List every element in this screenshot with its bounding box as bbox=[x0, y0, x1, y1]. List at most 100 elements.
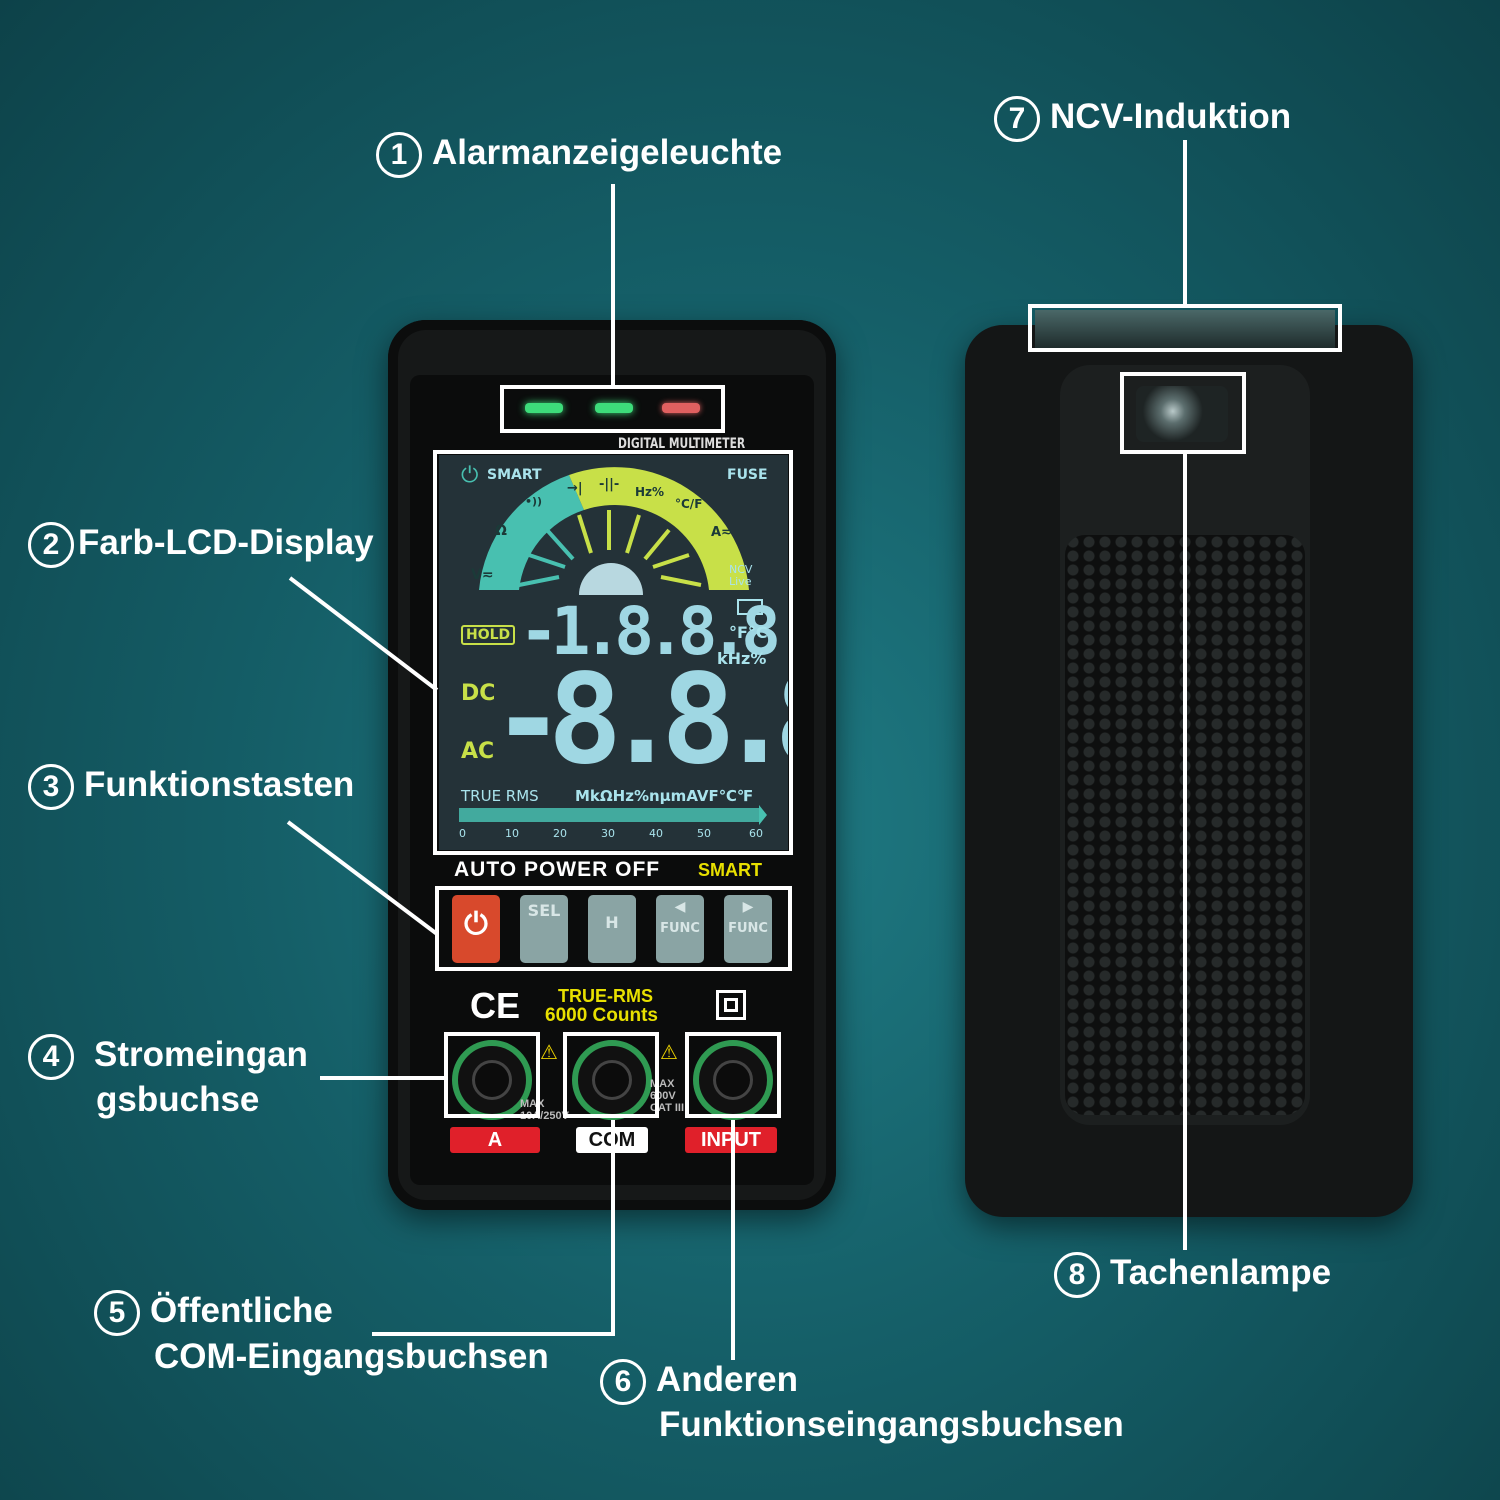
power-icon: ⏻ bbox=[461, 463, 479, 488]
true-rms-label: TRUE-RMS bbox=[558, 986, 653, 1006]
lcd-display: SMART ⏻ FUSE NCV Live V≂ Ω •)) →| -||- H… bbox=[439, 455, 788, 850]
lcd-dial-v: V≂ bbox=[471, 567, 494, 583]
lcd-dial-buzzer: •)) bbox=[525, 495, 543, 508]
flashlight-lens bbox=[1136, 386, 1228, 442]
double-insulation-icon bbox=[716, 990, 746, 1020]
hold-key-label: H bbox=[605, 913, 619, 932]
sel-key-label: SEL bbox=[527, 901, 561, 920]
lcd-main-digits: -8.8.8.8 bbox=[491, 648, 788, 792]
highlight-keys bbox=[435, 886, 792, 971]
chevron-right-icon: ▶ bbox=[742, 899, 754, 915]
warning-icon-left: ⚠ bbox=[540, 1042, 558, 1064]
alarm-led-green-2 bbox=[595, 403, 633, 413]
ce-mark: CE bbox=[470, 985, 521, 1026]
callout-text-3: Funktionstasten bbox=[84, 765, 355, 804]
lcd-freq-unit: kHz% bbox=[717, 649, 767, 668]
lcd-scale-20: 20 bbox=[553, 827, 567, 840]
lcd-dial-cap: -||- bbox=[599, 477, 620, 492]
highlight-jack-input bbox=[685, 1032, 781, 1118]
func-right-label: FUNC bbox=[728, 921, 768, 936]
lcd-scale-40: 40 bbox=[649, 827, 663, 840]
callout-text-2: Farb-LCD-Display bbox=[78, 523, 374, 562]
highlight-jack-com bbox=[563, 1032, 659, 1118]
lcd-scale-0: 0 bbox=[459, 827, 466, 840]
com-input-jack[interactable] bbox=[572, 1040, 652, 1120]
callout-4: 4 Stromeingan bbox=[28, 1032, 308, 1080]
func-right-button[interactable]: ▶ FUNC bbox=[724, 895, 772, 963]
lcd-top-digits: -1.8.8.8 bbox=[519, 593, 781, 670]
lcd-battery-icon bbox=[737, 599, 763, 615]
callout-text-6b: Funktionseingangsbuchsen bbox=[659, 1405, 1124, 1444]
power-button[interactable]: ⏻ bbox=[452, 895, 500, 963]
leader-line-5-h bbox=[372, 1332, 615, 1336]
callout-number-6: 6 bbox=[600, 1358, 646, 1405]
callout-text-5b: COM-Eingangsbuchsen bbox=[154, 1337, 549, 1376]
callout-number-4: 4 bbox=[28, 1033, 74, 1080]
func-left-button[interactable]: ◀ FUNC bbox=[656, 895, 704, 963]
lcd-ac-label: AC bbox=[461, 739, 495, 764]
highlight-alarm-leds bbox=[500, 385, 725, 433]
model-label: DIGITAL MULTIMETER bbox=[618, 436, 746, 452]
callout-6: 6 Anderen bbox=[600, 1357, 798, 1405]
lcd-hold-label: HOLD bbox=[461, 625, 516, 645]
lcd-dc-label: DC bbox=[461, 681, 496, 706]
lcd-units: MkΩHz%nμmAVF℃℉ bbox=[575, 787, 754, 805]
function-input-jack[interactable] bbox=[693, 1040, 773, 1120]
lcd-fuse-label: FUSE bbox=[727, 467, 768, 483]
lcd-dial-hz: Hz% bbox=[635, 485, 665, 499]
lcd-dial-graphic bbox=[459, 467, 767, 825]
leader-line-5-v bbox=[611, 1120, 615, 1336]
auto-power-off-label: AUTO POWER OFF bbox=[454, 858, 661, 881]
lcd-scale-30: 30 bbox=[601, 827, 615, 840]
lcd-true-rms: TRUE RMS bbox=[461, 787, 539, 805]
callout-number-1: 1 bbox=[376, 131, 422, 178]
callout-8: 8 Tachenlampe bbox=[1054, 1250, 1331, 1298]
warning-icon-right: ⚠ bbox=[660, 1042, 678, 1064]
highlight-lcd bbox=[433, 450, 793, 855]
callout-text-4a: Stromeingan bbox=[94, 1035, 308, 1074]
alarm-led-red bbox=[662, 403, 700, 413]
callout-number-3: 3 bbox=[28, 763, 74, 810]
leader-line-4 bbox=[320, 1076, 446, 1080]
callout-number-2: 2 bbox=[28, 521, 74, 568]
callout-text-5a: Öffentliche bbox=[150, 1291, 333, 1330]
leader-line-7 bbox=[1183, 140, 1187, 306]
hold-button[interactable]: H bbox=[588, 895, 636, 963]
lcd-smart-label: SMART bbox=[487, 467, 542, 483]
highlight-jack-a bbox=[444, 1032, 540, 1118]
terminal-a-label: A bbox=[450, 1127, 540, 1153]
lcd-dial-a: A≂ bbox=[711, 525, 732, 540]
callout-number-7: 7 bbox=[994, 95, 1040, 142]
callout-text-1: Alarmanzeigeleuchte bbox=[432, 133, 783, 172]
leader-line-1 bbox=[611, 184, 615, 387]
callout-5: 5 Öffentliche bbox=[94, 1288, 333, 1336]
lcd-dial-temp: °C/F bbox=[675, 497, 703, 511]
lcd-dial-diode: →| bbox=[567, 481, 583, 496]
callout-text-7: NCV-Induktion bbox=[1050, 97, 1292, 136]
lcd-scale-10: 10 bbox=[505, 827, 519, 840]
leader-line-8 bbox=[1183, 454, 1187, 1250]
lcd-temp-unit: °F°C bbox=[729, 623, 768, 642]
ncv-sensor-window bbox=[1035, 310, 1335, 348]
callout-number-8: 8 bbox=[1054, 1251, 1100, 1298]
sel-button[interactable]: SEL bbox=[520, 895, 568, 963]
alarm-led-green-1 bbox=[525, 403, 563, 413]
lcd-scale-50: 50 bbox=[697, 827, 711, 840]
func-left-label: FUNC bbox=[660, 921, 700, 936]
lcd-dial-ohm: Ω bbox=[495, 523, 507, 539]
chevron-left-icon: ◀ bbox=[674, 899, 686, 915]
callout-number-5: 5 bbox=[94, 1289, 140, 1336]
smart-label: SMART bbox=[698, 860, 762, 880]
highlight-flashlight bbox=[1120, 372, 1246, 454]
callout-1: 1 Alarmanzeigeleuchte bbox=[376, 130, 782, 178]
leader-line-6 bbox=[731, 1120, 735, 1360]
highlight-ncv bbox=[1028, 304, 1342, 352]
lcd-live-label: Live bbox=[729, 575, 752, 588]
callout-3: 3 Funktionstasten bbox=[28, 762, 354, 810]
counts-label: 6000 Counts bbox=[545, 1005, 658, 1026]
callout-text-8: Tachenlampe bbox=[1110, 1253, 1332, 1292]
callout-text-6a: Anderen bbox=[656, 1360, 798, 1399]
callout-7: 7 NCV-Induktion bbox=[994, 94, 1291, 142]
lcd-ncv-label: NCV bbox=[729, 563, 753, 576]
